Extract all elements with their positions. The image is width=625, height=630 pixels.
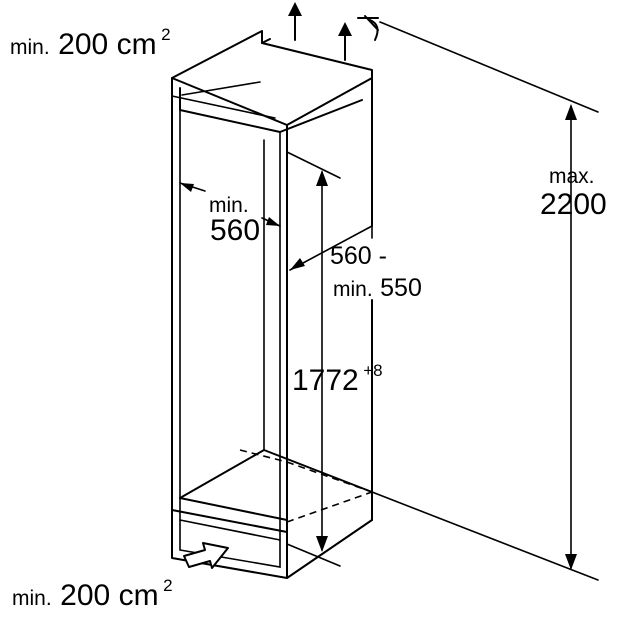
bottom-vent-arrow: [183, 542, 229, 569]
depth-dimension: [289, 225, 373, 271]
width-dimension: [179, 182, 281, 227]
top-vent-label: min. 200 cm 2: [10, 25, 171, 61]
bottom-vent-label: min. 200 cm 2: [12, 576, 173, 612]
height-label: 1772 +8: [292, 361, 383, 397]
max-height-value: 2200: [540, 188, 607, 221]
depth-value: 560 -: [330, 242, 387, 270]
height-dimension: [286, 151, 341, 567]
width-value: 560: [210, 214, 260, 247]
depth-min-label: min. 550: [333, 274, 422, 302]
cabinet-niche: [171, 30, 373, 579]
top-vent-arrows: [288, 2, 379, 61]
max-height-prefix: max.: [549, 165, 595, 188]
width-prefix: min.: [209, 194, 249, 217]
max-height-dimension: [371, 21, 599, 581]
